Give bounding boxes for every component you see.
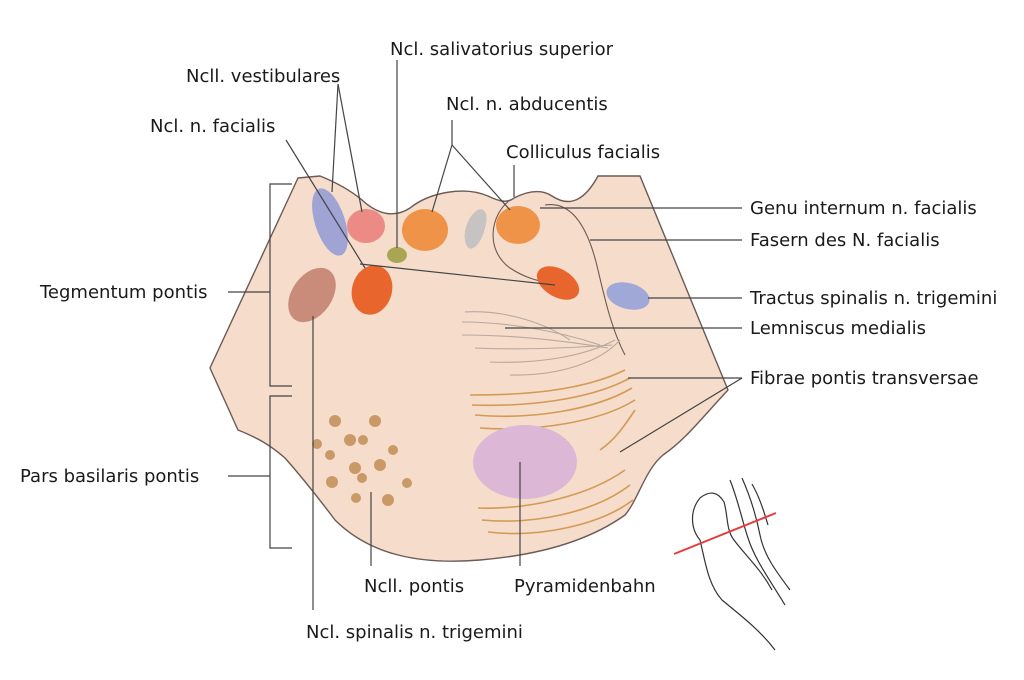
label-fasern: Fasern des N. facialis <box>750 230 940 251</box>
tegmentum-bracket <box>269 183 292 387</box>
tractus-spinalis-shape <box>606 282 650 310</box>
facial-nucleus-left <box>351 265 393 315</box>
label-genu: Genu internum n. facialis <box>750 198 977 219</box>
pontine-nuclei <box>312 415 412 506</box>
label-tegmentum: Tegmentum pontis <box>39 282 207 303</box>
pink-nucleus <box>347 209 385 243</box>
fibrae-pontis-transversae <box>469 369 636 535</box>
label-basilaris: Pars basilaris pontis <box>20 466 199 487</box>
spinal-trigeminal-nucleus <box>288 267 336 323</box>
label-salivatorius: Ncl. salivatorius superior <box>390 39 614 60</box>
brainstem-orientation-sketch <box>673 477 791 651</box>
label-ncll-pontis: Ncll. pontis <box>364 576 464 597</box>
genu-fiber-loop <box>544 204 626 356</box>
label-vestibulares: Ncll. vestibulares <box>186 66 340 87</box>
abducens-nucleus-right <box>496 206 540 244</box>
salivatorius-superior-nucleus <box>387 247 407 263</box>
abducens-nucleus-left <box>402 209 448 251</box>
label-spinalis: Ncl. spinalis n. trigemini <box>306 622 523 643</box>
facial-nucleus-right <box>536 266 580 300</box>
gray-nucleus <box>464 209 487 249</box>
pyramidal-tract <box>473 425 577 499</box>
label-lemniscus: Lemniscus medialis <box>750 318 926 339</box>
label-fibrae: Fibrae pontis transversae <box>750 368 979 389</box>
label-pyramidenbahn: Pyramidenbahn <box>514 576 656 597</box>
section-cut-line <box>673 512 777 555</box>
label-abducentis: Ncl. n. abducentis <box>446 94 608 115</box>
vestibular-nucleus <box>312 188 348 256</box>
label-colliculus: Colliculus facialis <box>506 142 660 163</box>
label-facialis: Ncl. n. facialis <box>150 116 275 137</box>
label-tractus: Tractus spinalis n. trigemini <box>749 288 997 309</box>
basilaris-bracket <box>269 395 292 549</box>
leader-lines <box>228 60 743 610</box>
